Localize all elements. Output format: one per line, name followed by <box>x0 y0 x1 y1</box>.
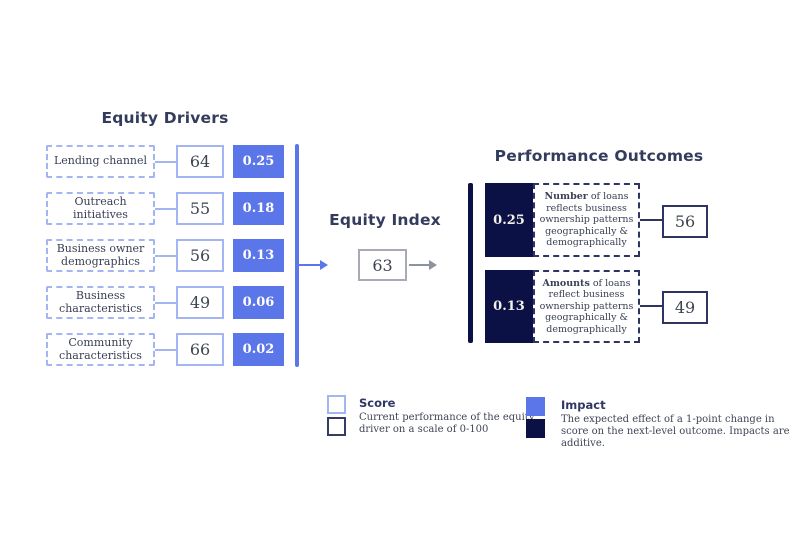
drivers-aggregation-bar <box>295 144 299 367</box>
index-section-title: Equity Index <box>329 211 441 229</box>
index-score-box: 63 <box>358 249 407 281</box>
legend-impact-title: Impact <box>561 398 606 412</box>
score-swatch-light-border-icon <box>327 395 346 414</box>
outcome-card-amounts-of-loans: 0.13 Amounts of loans reflect business o… <box>485 270 640 343</box>
outcome-card-number-of-loans: 0.25 Number of loans reflects business o… <box>485 183 640 257</box>
legend-score-swatches <box>327 395 346 436</box>
score-swatch-dark-border-icon <box>327 417 346 436</box>
driver-label: Lending channel <box>46 145 155 178</box>
driver-score: 49 <box>176 286 224 319</box>
driver-impact: 0.18 <box>233 192 284 225</box>
driver-impact: 0.02 <box>233 333 284 366</box>
arrow-drivers-to-index-head <box>320 260 328 270</box>
driver-score: 55 <box>176 192 224 225</box>
outcome-label: Amounts of loans reflect business owners… <box>533 270 640 343</box>
driver-score: 56 <box>176 239 224 272</box>
outcome-label-bold: Number <box>544 191 588 203</box>
outcome-label-text: Number of loans reflects business owners… <box>538 191 635 249</box>
outcome-label-text: Amounts of loans reflect business owners… <box>538 278 635 336</box>
drivers-rows: Lending channel 64 0.25 Outreach initiat… <box>46 145 284 380</box>
driver-impact: 0.25 <box>233 145 284 178</box>
impact-swatch-periwinkle-icon <box>526 397 545 416</box>
driver-row-outreach-initiatives: Outreach initiatives 55 0.18 <box>46 192 284 225</box>
driver-impact: 0.06 <box>233 286 284 319</box>
outcome-label-rest: of loans reflects business ownership pat… <box>539 191 634 249</box>
driver-label: Business characteristics <box>46 286 155 319</box>
connector-line <box>155 160 176 163</box>
outcome-label-rest: of loans reflect business ownership patt… <box>539 277 634 335</box>
driver-row-community-characteristics: Community characteristics 66 0.02 <box>46 333 284 366</box>
connector-line <box>640 305 662 307</box>
driver-row-lending-channel: Lending channel 64 0.25 <box>46 145 284 178</box>
legend-score: Score Current performance of the equity … <box>359 396 544 436</box>
outcome-label: Number of loans reflects business owners… <box>533 183 640 257</box>
legend-impact-swatches <box>526 397 545 438</box>
arrow-drivers-to-index <box>299 264 320 266</box>
outcome-impact: 0.25 <box>485 183 533 257</box>
outcome-label-bold: Amounts <box>542 277 590 289</box>
outcomes-aggregation-bar <box>468 183 473 343</box>
driver-impact: 0.13 <box>233 239 284 272</box>
legend-score-description: Current performance of the equity driver… <box>359 412 535 435</box>
connector-line <box>155 348 176 351</box>
connector-line <box>155 254 176 257</box>
driver-row-business-owner-demographics: Business owner demographics 56 0.13 <box>46 239 284 272</box>
connector-line <box>155 207 176 210</box>
impact-swatch-navy-icon <box>526 419 545 438</box>
outcome-impact: 0.13 <box>485 270 533 343</box>
arrow-index-to-outcomes-head <box>429 260 437 270</box>
driver-label: Business owner demographics <box>46 239 155 272</box>
outcomes-section-title: Performance Outcomes <box>494 147 704 165</box>
legend-score-title: Score <box>359 396 396 410</box>
driver-row-business-characteristics: Business characteristics 49 0.06 <box>46 286 284 319</box>
legend-impact: Impact The expected effect of a 1-point … <box>561 398 799 450</box>
outcome-score: 49 <box>662 291 708 324</box>
connector-line <box>640 219 662 221</box>
driver-label: Community characteristics <box>46 333 155 366</box>
driver-score: 64 <box>176 145 224 178</box>
driver-label: Outreach initiatives <box>46 192 155 225</box>
outcome-score: 56 <box>662 205 708 238</box>
arrow-index-to-outcomes <box>409 264 429 266</box>
driver-score: 66 <box>176 333 224 366</box>
legend-impact-description: The expected effect of a 1-point change … <box>561 414 790 449</box>
connector-line <box>155 301 176 304</box>
drivers-section-title: Equity Drivers <box>101 109 229 127</box>
